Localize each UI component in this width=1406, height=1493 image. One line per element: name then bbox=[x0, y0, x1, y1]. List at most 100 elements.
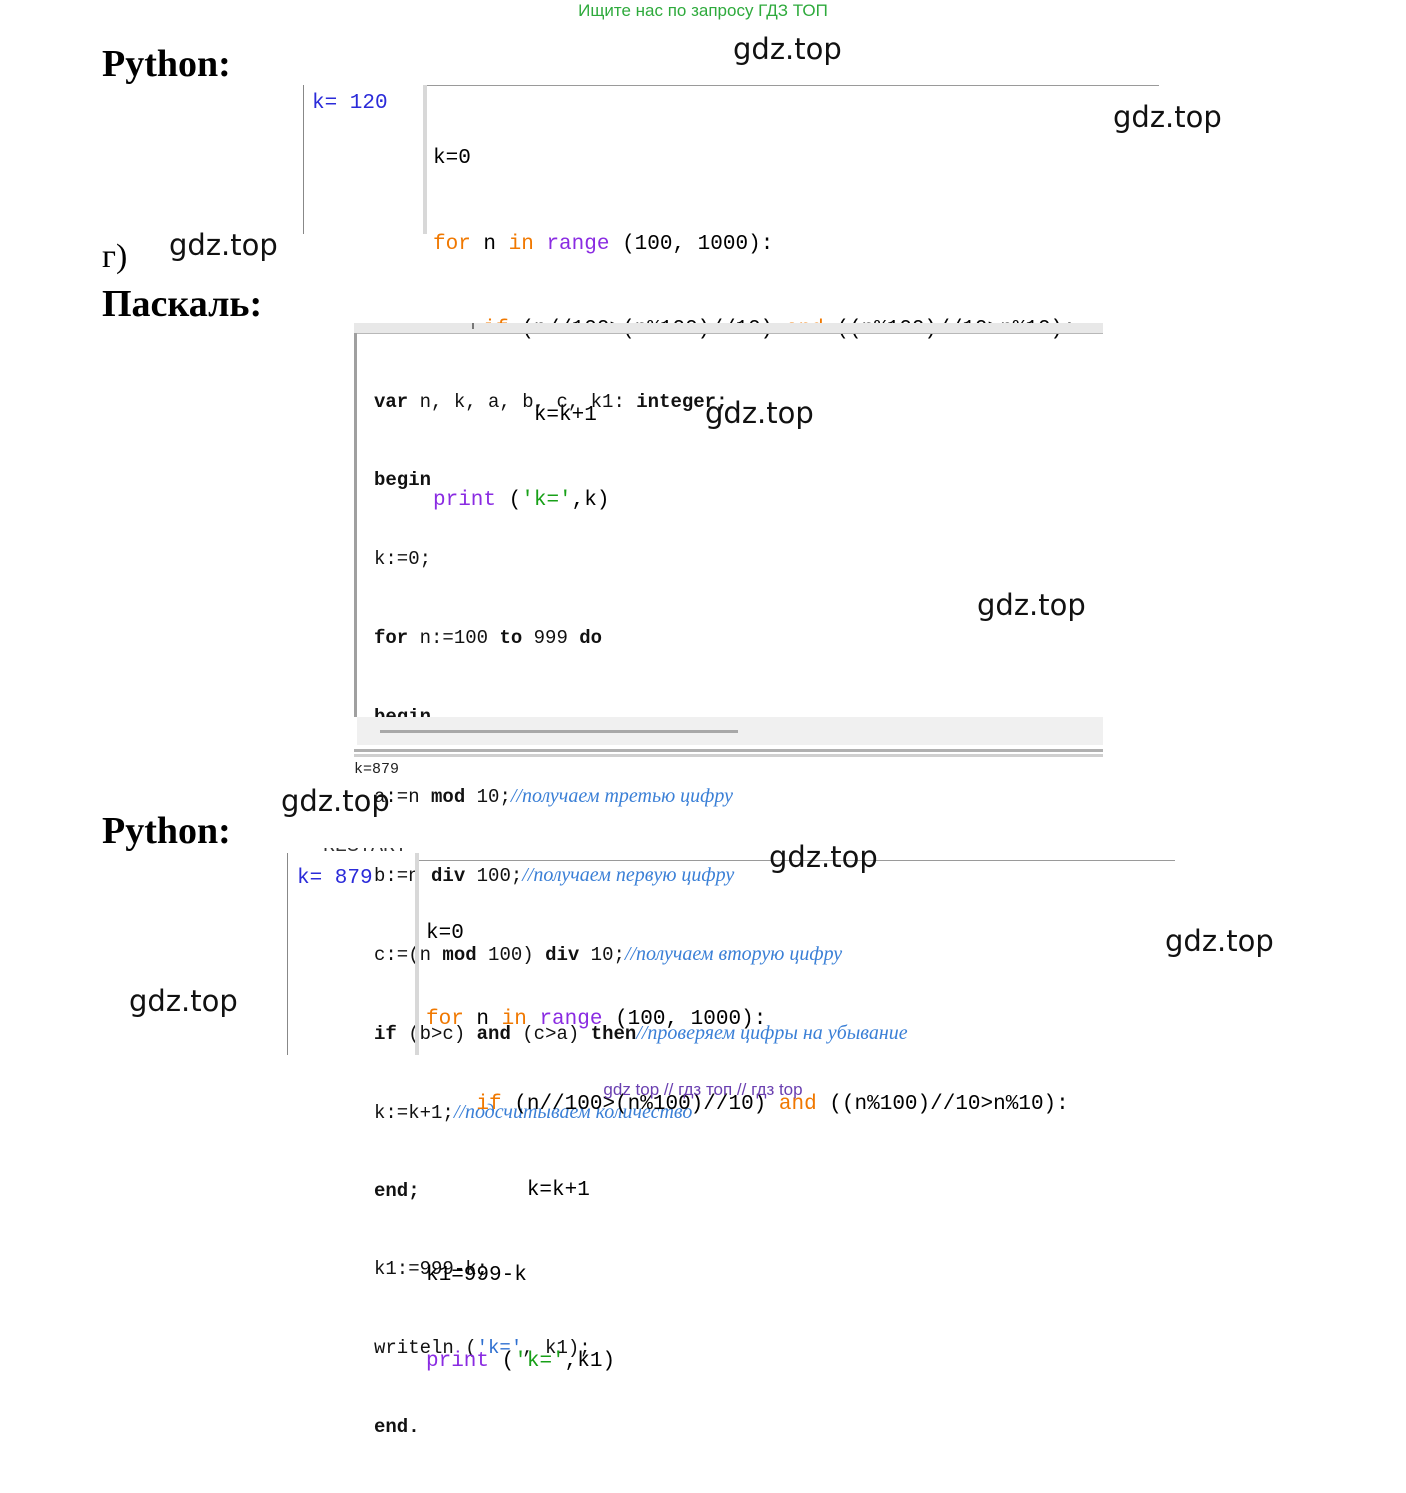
code-text: k=0 bbox=[426, 922, 464, 945]
keyword-in: in bbox=[501, 1007, 527, 1031]
horizontal-scrollbar-thumb[interactable] bbox=[380, 730, 738, 733]
python-heading-2: Python: bbox=[102, 810, 231, 852]
watermark: gdz.top bbox=[1165, 924, 1274, 958]
code-text: a:=n bbox=[374, 786, 432, 809]
code-text: ( bbox=[489, 1349, 515, 1373]
watermark: gdz.top bbox=[705, 396, 814, 430]
code-line: b:=n div 100;//получаем первую цифру bbox=[374, 862, 908, 888]
keyword-begin: begin bbox=[374, 469, 432, 492]
code-text: 100; bbox=[465, 864, 523, 887]
tick-mark bbox=[472, 323, 474, 329]
code-text: n bbox=[470, 232, 509, 256]
python-screenshot-1: k= 120 k=0 for n in range (100, 1000): i… bbox=[303, 85, 1159, 512]
shell-output: k= 120 bbox=[312, 92, 388, 115]
watermark: gdz.top bbox=[1113, 100, 1222, 134]
item-letter: г) bbox=[102, 238, 128, 275]
output-divider bbox=[354, 749, 1103, 752]
watermark: gdz.top bbox=[977, 588, 1086, 622]
code-line: c:=(n mod 100) div 10;//получаем вторую … bbox=[374, 941, 908, 967]
string-literal: 'k=' bbox=[521, 489, 572, 512]
code-comment: //получаем вторую цифру bbox=[624, 942, 843, 965]
keyword-end: end; bbox=[374, 1179, 420, 1202]
code-comment: //получаем первую цифру bbox=[522, 863, 735, 886]
code-line: var n, k, a, b, c, k1: integer; bbox=[374, 389, 908, 415]
output-divider bbox=[354, 754, 1103, 757]
watermark: gdz.top bbox=[281, 784, 390, 818]
keyword-var: var bbox=[374, 390, 409, 413]
code-line: k1=999-k bbox=[426, 1262, 1069, 1291]
restart-text: = RESTART bbox=[299, 848, 407, 857]
gutter-divider bbox=[423, 85, 427, 234]
code-comment: //проверяем цифры на убывание bbox=[636, 1021, 908, 1044]
restart-banner-cut: = RESTART bbox=[299, 848, 419, 857]
code-line: print ('k=',k) bbox=[433, 487, 1076, 516]
code-line: k:=0; bbox=[374, 546, 908, 572]
code-line: print ('k=',k1) bbox=[426, 1348, 1069, 1377]
code-line: begin bbox=[374, 467, 908, 493]
code-text: ( bbox=[496, 489, 522, 512]
code-line: for n:=100 to 999 do bbox=[374, 625, 908, 651]
python-heading-1: Python: bbox=[102, 43, 231, 85]
left-border bbox=[287, 853, 288, 1055]
code-text: 10; bbox=[579, 943, 625, 966]
keyword-mod: mod bbox=[431, 786, 466, 809]
code-text: (b>c) bbox=[396, 1022, 477, 1045]
code-comment: //получаем третью цифру bbox=[510, 785, 733, 808]
builtin-range: range bbox=[533, 232, 610, 256]
code-text: n bbox=[463, 1007, 502, 1031]
keyword-for: for bbox=[426, 1007, 464, 1031]
keyword-and: and bbox=[476, 1022, 511, 1045]
code-text: 10; bbox=[465, 786, 511, 809]
keyword-for: for bbox=[433, 232, 471, 256]
code-text: (c>a) bbox=[510, 1022, 591, 1045]
keyword-in: in bbox=[508, 232, 534, 256]
editor-top-border bbox=[357, 333, 1103, 334]
keyword-div: div bbox=[545, 943, 580, 966]
pascal-output: k=879 bbox=[354, 761, 400, 778]
gutter-divider bbox=[415, 853, 419, 1055]
code-line: for n in range (100, 1000): bbox=[433, 231, 1076, 260]
code-text: (100, 1000): bbox=[609, 232, 774, 256]
string-literal: 'k=' bbox=[514, 1349, 565, 1373]
keyword-div: div bbox=[431, 864, 466, 887]
keyword-if: if bbox=[374, 1022, 397, 1045]
code-line: if (b>c) and (c>a) then//проверяем цифры… bbox=[374, 1020, 908, 1046]
builtin-range: range bbox=[526, 1007, 603, 1031]
code-line: for n in range (100, 1000): bbox=[426, 1006, 1069, 1035]
code-text: n:=100 bbox=[408, 627, 500, 650]
code-text: 999 bbox=[522, 627, 580, 650]
code-text: k1=999-k bbox=[426, 1264, 527, 1287]
code-text: k=0 bbox=[433, 147, 471, 170]
code-line: k=k+1 bbox=[426, 1177, 1069, 1206]
code-text: k=k+1 bbox=[533, 403, 597, 427]
python-code-2: k=0 for n in range (100, 1000): if (n//1… bbox=[426, 863, 1069, 1433]
top-border bbox=[419, 860, 1175, 861]
code-line: k=0 bbox=[426, 920, 1069, 949]
code-text: k=k+1 bbox=[526, 1178, 590, 1202]
keyword-to: to bbox=[499, 627, 523, 650]
code-text: ,k1) bbox=[564, 1349, 616, 1373]
code-text: b:=n bbox=[374, 864, 432, 887]
watermark: gdz.top bbox=[129, 984, 238, 1018]
pascal-screenshot: var n, k, a, b, c, k1: integer; begin k:… bbox=[354, 323, 1103, 1438]
python-screenshot-2: = RESTART k= 879 k=0 for n in range (100… bbox=[287, 848, 1175, 1373]
code-text: k:=0; bbox=[374, 548, 432, 571]
pascal-heading: Паскаль: bbox=[102, 283, 263, 325]
shell-output: k= 879 bbox=[297, 867, 373, 890]
editor-top-bar bbox=[354, 323, 1103, 333]
keyword-integer: integer; bbox=[636, 390, 728, 413]
top-border bbox=[427, 85, 1159, 86]
left-border bbox=[303, 85, 304, 234]
top-banner[interactable]: Ищите нас по запросу ГДЗ ТОП bbox=[578, 1, 828, 20]
keyword-do: do bbox=[579, 627, 603, 650]
keyword-end: end. bbox=[374, 1416, 420, 1439]
footer-links[interactable]: gdz top // гдз топ // гдз top bbox=[603, 1080, 803, 1099]
watermark: gdz.top bbox=[169, 228, 278, 262]
code-line: a:=n mod 10;//получаем третью цифру bbox=[374, 783, 908, 809]
builtin-print: print bbox=[426, 1349, 490, 1373]
keyword-then: then bbox=[590, 1022, 637, 1045]
code-text: ,k) bbox=[571, 489, 610, 512]
watermark: gdz.top bbox=[733, 32, 842, 66]
watermark: gdz.top bbox=[769, 840, 878, 874]
editor-left-border bbox=[354, 333, 357, 717]
